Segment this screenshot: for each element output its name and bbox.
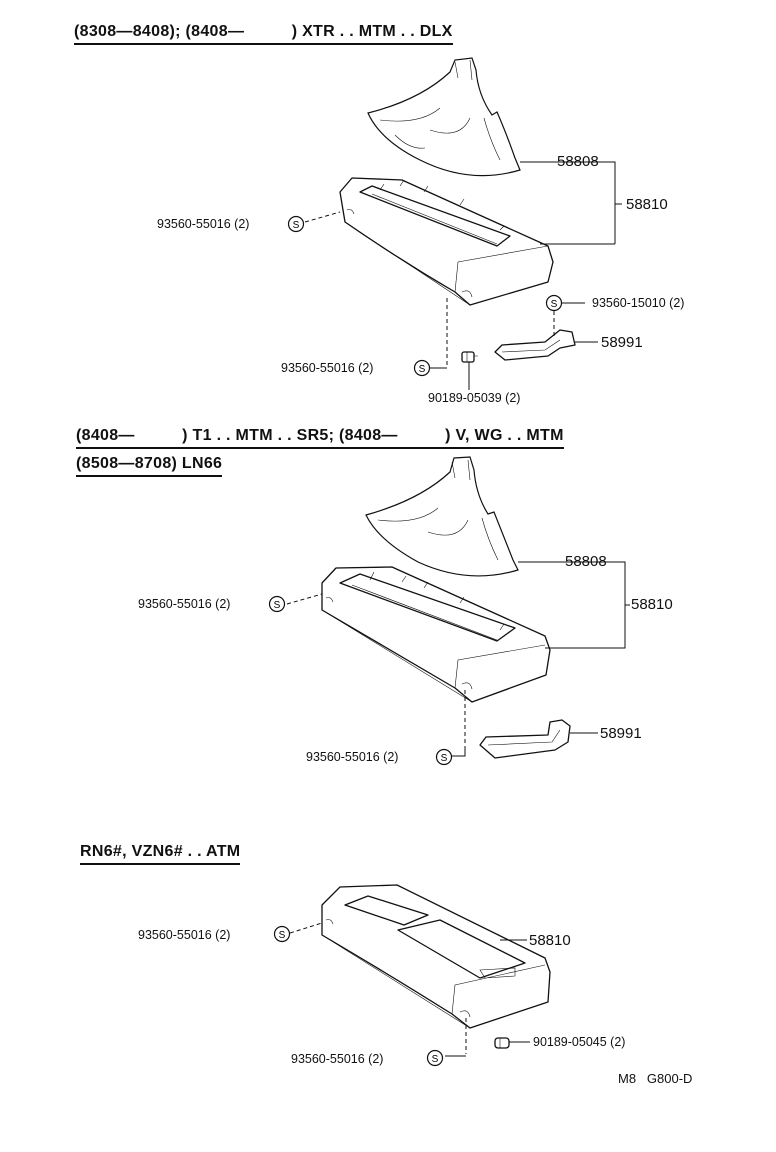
section-2-header: (8408— ) T1 . . MTM . . SR5; (8408— ) V,… [76,426,564,449]
svg-text:S: S [441,753,448,764]
s-symbol-1b: S [545,294,563,312]
s3-nut-label: 90189-05045 (2) [533,1035,626,1049]
leaders-1 [304,161,622,390]
svg-text:S: S [432,1054,439,1065]
s1-console-part-number: 58810 [626,196,668,213]
bracket-1 [494,329,576,361]
s3-clip-lower-label: 93560-55016 (2) [291,1052,384,1066]
bracket-2 [479,719,571,759]
s-symbol-1a: S [287,215,305,233]
s-symbol-2a: S [268,595,286,613]
svg-text:S: S [551,299,558,310]
s1-bracket-part-number: 58991 [601,334,643,351]
s-symbol-2b: S [435,748,453,766]
svg-text:S: S [274,600,281,611]
s1-clip-left-label: 93560-55016 (2) [157,217,250,231]
section-1-header: (8308—8408); (8408— ) XTR . . MTM . . DL… [74,22,453,45]
console-box-3 [321,884,551,1029]
s-symbol-1c: S [413,359,431,377]
nut-1 [461,351,478,363]
s3-clip-left-label: 93560-55016 (2) [138,928,231,942]
svg-text:S: S [419,364,426,375]
svg-text:S: S [279,930,286,941]
shift-boot-1 [367,57,521,177]
s-symbol-3a: S [273,925,291,943]
s1-nut-label: 90189-05039 (2) [428,391,521,405]
s-symbol-3b: S [426,1049,444,1067]
s2-boot-part-number: 58808 [565,553,607,570]
s2-console-part-number: 58810 [631,596,673,613]
s2-clip-left-label: 93560-55016 (2) [138,597,231,611]
console-box-2 [321,566,551,703]
console-box-1 [339,177,554,306]
illustration-code: M8 G800-D [618,1071,693,1086]
section-2-subheader: (8508—8708) LN66 [76,454,223,477]
nut-3 [494,1037,510,1049]
s1-screw-bracket-label: 93560-15010 (2) [592,296,685,310]
s2-bracket-part-number: 58991 [600,725,642,742]
svg-text:S: S [293,220,300,231]
s1-boot-part-number: 58808 [557,153,599,170]
s1-clip-lower-label: 93560-55016 (2) [281,361,374,375]
s2-clip-lower-label: 93560-55016 (2) [306,750,399,764]
section-3-header: RN6#, VZN6# . . ATM [80,842,241,865]
leaders-2 [286,561,630,757]
shift-boot-2 [365,456,519,577]
s3-console-part-number: 58810 [529,932,571,949]
leaders-3 [289,922,530,1057]
